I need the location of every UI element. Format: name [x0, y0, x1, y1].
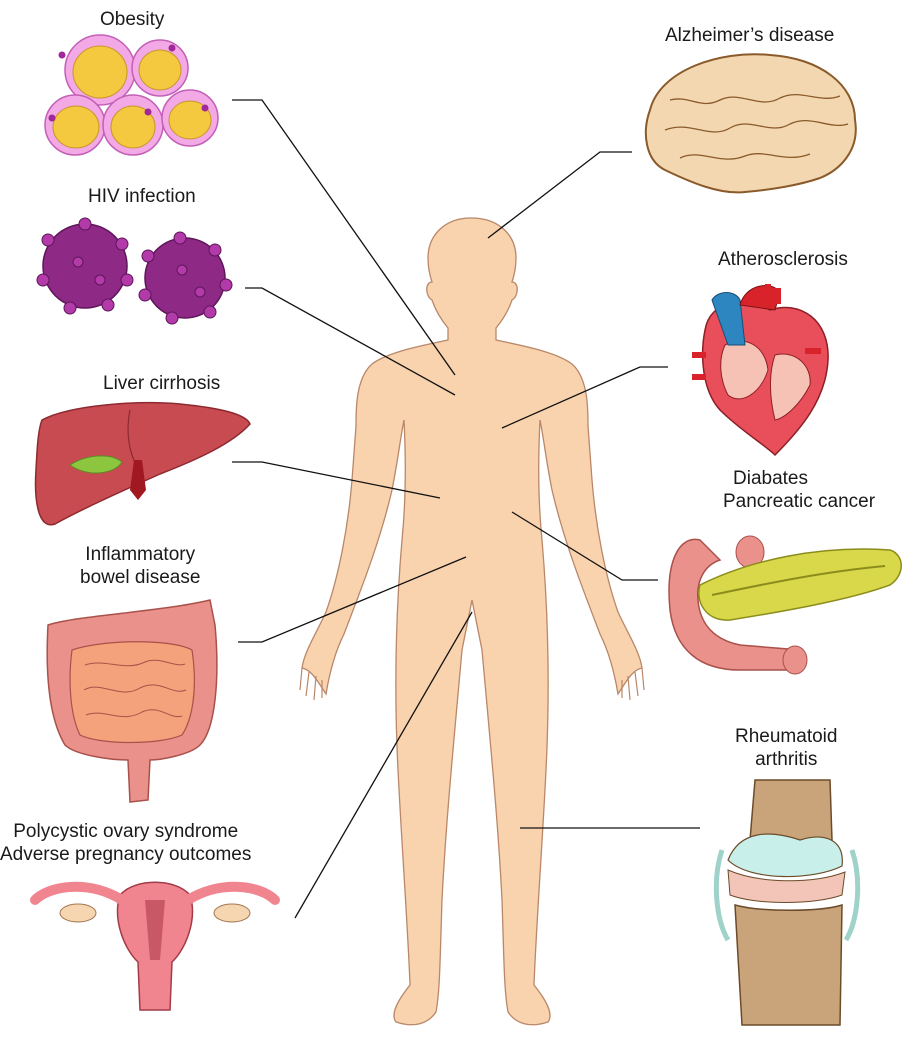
label-atherosclerosis: Atherosclerosis [718, 248, 848, 271]
label-pancreas: Diabates Pancreatic cancer [723, 467, 875, 513]
label-pancreas-line1: Diabates [723, 467, 875, 490]
label-pancreas-line2: Pancreatic cancer [723, 490, 875, 513]
label-ibd-line2: bowel disease [80, 566, 200, 589]
label-liver-cirrhosis: Liver cirrhosis [103, 372, 220, 395]
uterus-ovaries-illustration [35, 882, 275, 1010]
label-ibd-line1: Inflammatory [80, 543, 200, 566]
heart-illustration [692, 284, 828, 455]
pancreas-illustration [669, 536, 901, 674]
label-rheumatoid-arthritis: Rheumatoid arthritis [735, 725, 837, 771]
liver-illustration [36, 403, 250, 525]
connector-alzheimers [488, 152, 632, 238]
label-alzheimers: Alzheimer’s disease [665, 24, 834, 47]
brain-illustration [646, 54, 856, 192]
human-body-silhouette [300, 218, 644, 1025]
hiv-virus-illustration [37, 218, 232, 324]
label-ibd: Inflammatory bowel disease [80, 543, 200, 589]
label-pcos-line1: Polycystic ovary syndrome [0, 820, 251, 843]
label-pcos-line2: Adverse pregnancy outcomes [0, 843, 251, 866]
label-pcos: Polycystic ovary syndrome Adverse pregna… [0, 820, 251, 866]
label-ra-line2: arthritis [735, 748, 837, 771]
label-obesity: Obesity [100, 8, 164, 31]
label-ra-line1: Rheumatoid [735, 725, 837, 748]
knee-joint-illustration [716, 780, 857, 1025]
obesity-fat-cells-illustration [45, 35, 218, 155]
intestines-illustration [47, 600, 217, 802]
label-hiv-infection: HIV infection [88, 185, 196, 208]
